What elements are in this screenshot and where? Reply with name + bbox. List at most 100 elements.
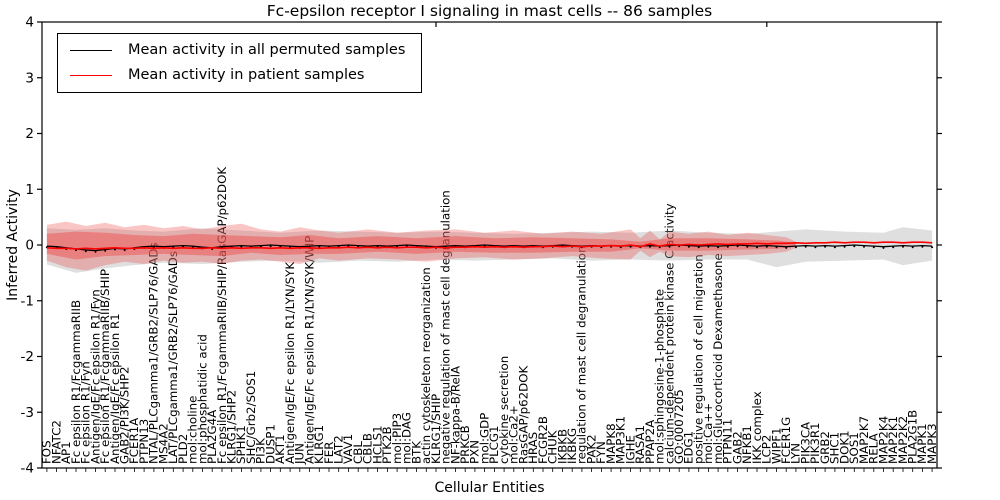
x-tick-label: HRAS [526,432,540,464]
series-marker [882,246,885,249]
x-tick-label: KLRG1/SHIP [429,394,443,464]
y-tick-label: -2 [21,349,34,365]
series-marker [863,245,865,248]
legend-label: Mean activity in all permuted samples [128,42,406,58]
patient-line-swatch-icon [70,74,112,76]
series-lines [45,241,934,253]
x-tick-label: Antigen/IgE/Fc epsilon R1/LYN/SYK/WIP [302,236,316,464]
x-tick-label: calcium-dependent protein kinase C activ… [662,203,676,464]
x-tick-label: MAP3K1 [614,416,628,464]
x-tick-label: LAT2 [332,435,346,464]
x-tick-label: mol:Ca++ [701,403,715,464]
x-tick-label: FCER1G [779,417,793,464]
x-tick-label: PIK3R1 [808,422,822,464]
series-marker [649,245,651,248]
x-tick-label: mol:Glucocorticoid Dexamethasone [711,253,725,464]
chart-title: Fc-epsilon receptor I signaling in mast … [266,2,713,20]
x-tick-label: mol:DAG [400,412,414,464]
y-tick-label: -4 [21,461,34,477]
x-tick-label: mol:sphingosine-1-phosphate [653,289,667,464]
x-tick-label: RASA1 [633,425,647,464]
x-tick-label: DOK1 [837,430,851,464]
series-marker [318,245,321,248]
x-tick-label: SPHK1 [234,425,248,464]
x-tick-label: Fc epsilon R1/FcgammaRIIB/SHIP/RasGAP/p6… [215,167,229,464]
y-tick-label: -1 [21,293,34,309]
x-tick-label: SHC/Grb2/SOS1 [244,371,258,464]
x-tick-label: PPAP2A [643,420,657,464]
x-tick-label: SHC1 [828,432,842,464]
y-tick-label: 3 [25,70,34,86]
x-tick-label: FER [322,442,336,464]
x-tick-label: PTK2B [380,426,394,464]
x-tick-label: mol:choline [186,396,200,464]
x-tick-label: PI3K [254,438,268,464]
series-marker [629,245,632,248]
series-marker [687,245,690,248]
x-tick-label: Fc epsilon R1/FcgammaRIIB [69,300,83,464]
x-tick-label: CBL [351,441,365,464]
series-marker [269,245,272,248]
series-line [46,241,933,250]
series-marker [746,245,749,248]
x-tick-label: NTAL/PLCgamma1/GRB2/SLP76/GADs [147,242,161,464]
y-tick-label: 0 [25,238,34,254]
x-tick-label: NFATC2 [49,420,63,464]
x-tick-label: LCP2 [760,435,774,464]
x-tick-label: regulation of mast cell degranulation [575,246,589,464]
x-tick-label: CBLB [361,433,375,464]
x-tick-label: mol:phosphatidic acid [195,334,209,464]
x-tick-label: DUSP1 [263,424,277,464]
series-marker [240,245,243,248]
x-tick-label: CHUK [546,430,560,464]
series-marker [814,246,817,249]
x-tick-label: Antigen/IgE/Fc epsilon R1 [108,313,122,464]
series-marker [902,245,904,248]
series-marker [756,246,758,249]
x-tick-label: cytokine secretion [497,356,511,464]
x-tick-label: LAT/PLCgamma1/GRB2/SLP76/GADs [166,251,180,464]
permuted-samples-range-band [46,227,933,273]
x-tick-label: RasGAP/p62DOK [516,366,530,464]
series-marker [736,245,739,248]
x-tick-label: BTK [409,441,423,464]
x-tick-label: FYN [594,441,608,464]
series-marker [833,246,836,249]
series-marker [892,246,895,249]
x-tick-label: NFKB1 [740,425,754,464]
x-axis-label: Cellular Entities [434,480,545,496]
x-tick-label: RELA [867,433,881,464]
x-tick-label: IKBKB [555,429,569,464]
x-tick-label: JUN [293,443,307,465]
x-tick-label: actin cytoskeleton reorganization [419,267,433,464]
x-tick-label: SOS1 [847,432,861,464]
x-tick-label: Fc epsilon R1/Fyn [79,361,93,464]
x-tick-label: MAP2K4 [876,416,890,464]
x-tick-label: MAP2K2 [896,416,910,464]
x-tick-label: PTPN13 [137,419,151,464]
series-marker [824,245,827,248]
y-tick-label: 4 [25,15,34,31]
x-tick-label: IKBKG [565,428,579,464]
legend-item-permuted: Mean activity in all permuted samples [70,42,405,58]
x-tick-label: GO:0007205 [672,389,686,464]
series-marker [931,246,934,249]
y-tick-label: 1 [25,182,34,198]
series-marker [726,245,729,248]
x-tick-label: AP1 [59,441,73,464]
x-tick-label: FCGR2B [536,416,550,464]
x-tick-label: Antigen/IgE/Fc epsilon R1/LYN/SYK [283,262,297,464]
x-tick-label: PXN [468,440,482,464]
x-tick-label: MAP2K7 [857,416,871,464]
x-tick-label: Fc epsilon R1/FcgammaRIIB/SHIP [98,269,112,464]
y-axis-label: Inferred Activity [5,189,21,301]
x-tick-label: GAB2/PI3K/SHP2 [117,366,131,464]
x-tick-label: EDG1 [682,431,696,464]
x-tick-label: GRB2 [818,431,832,464]
legend-item-patient: Mean activity in patient samples [70,67,405,83]
series-marker [911,246,914,249]
x-tick-label: PRKCB [458,425,472,464]
